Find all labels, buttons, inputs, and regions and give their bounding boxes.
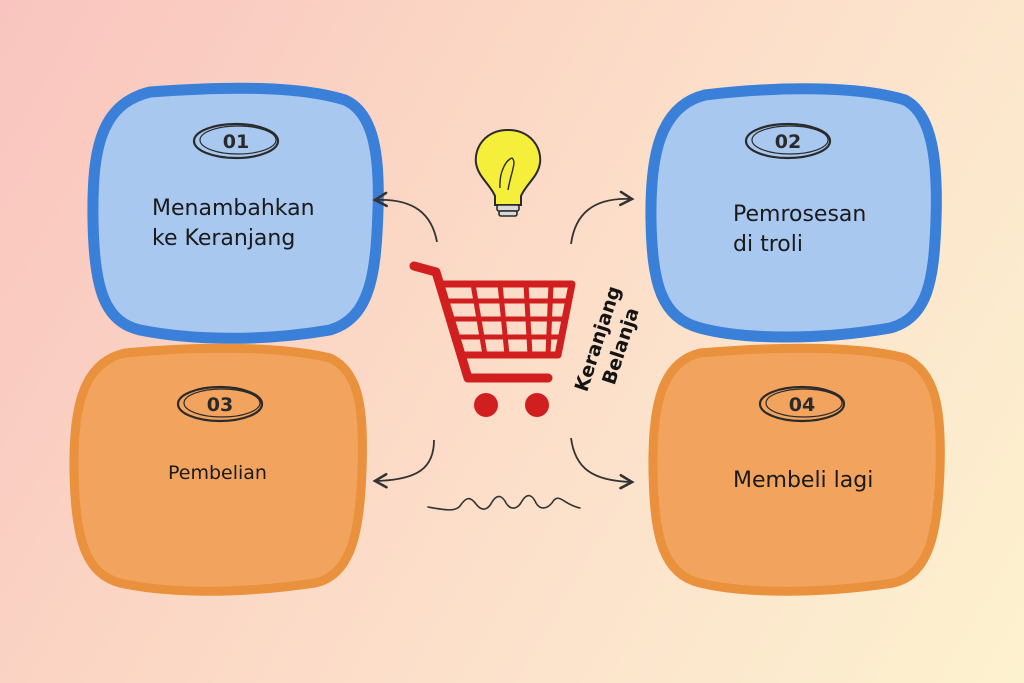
card-01-label: Menambahkan ke Keranjang bbox=[152, 196, 315, 251]
card-02-label: Pemrosesan di troli bbox=[733, 202, 867, 257]
arrow-to-card-04 bbox=[570, 437, 635, 490]
card-04-label: Membeli lagi bbox=[733, 468, 874, 493]
card-04-number: 04 bbox=[789, 394, 815, 416]
card-03-number: 03 bbox=[207, 394, 233, 416]
card-03-label: Pembelian bbox=[168, 462, 267, 484]
lightbulb-icon bbox=[474, 128, 542, 217]
card-02-number: 02 bbox=[775, 131, 801, 153]
card-01: 01 bbox=[87, 82, 384, 344]
card-01-number: 01 bbox=[223, 131, 249, 153]
card-01-badge bbox=[192, 122, 280, 160]
arrow-to-card-01 bbox=[372, 191, 438, 243]
card-04-badge bbox=[758, 385, 846, 423]
arrow-to-card-03 bbox=[372, 439, 435, 489]
card-02-badge bbox=[744, 122, 832, 160]
card-04: 04 bbox=[648, 343, 945, 596]
shopping-cart-icon bbox=[409, 261, 576, 417]
wave-doodle bbox=[427, 494, 581, 511]
arrow-to-card-02 bbox=[570, 190, 635, 245]
card-02: 02 bbox=[645, 83, 942, 343]
card-03-badge bbox=[176, 385, 264, 423]
card-03: 03 bbox=[69, 343, 367, 596]
